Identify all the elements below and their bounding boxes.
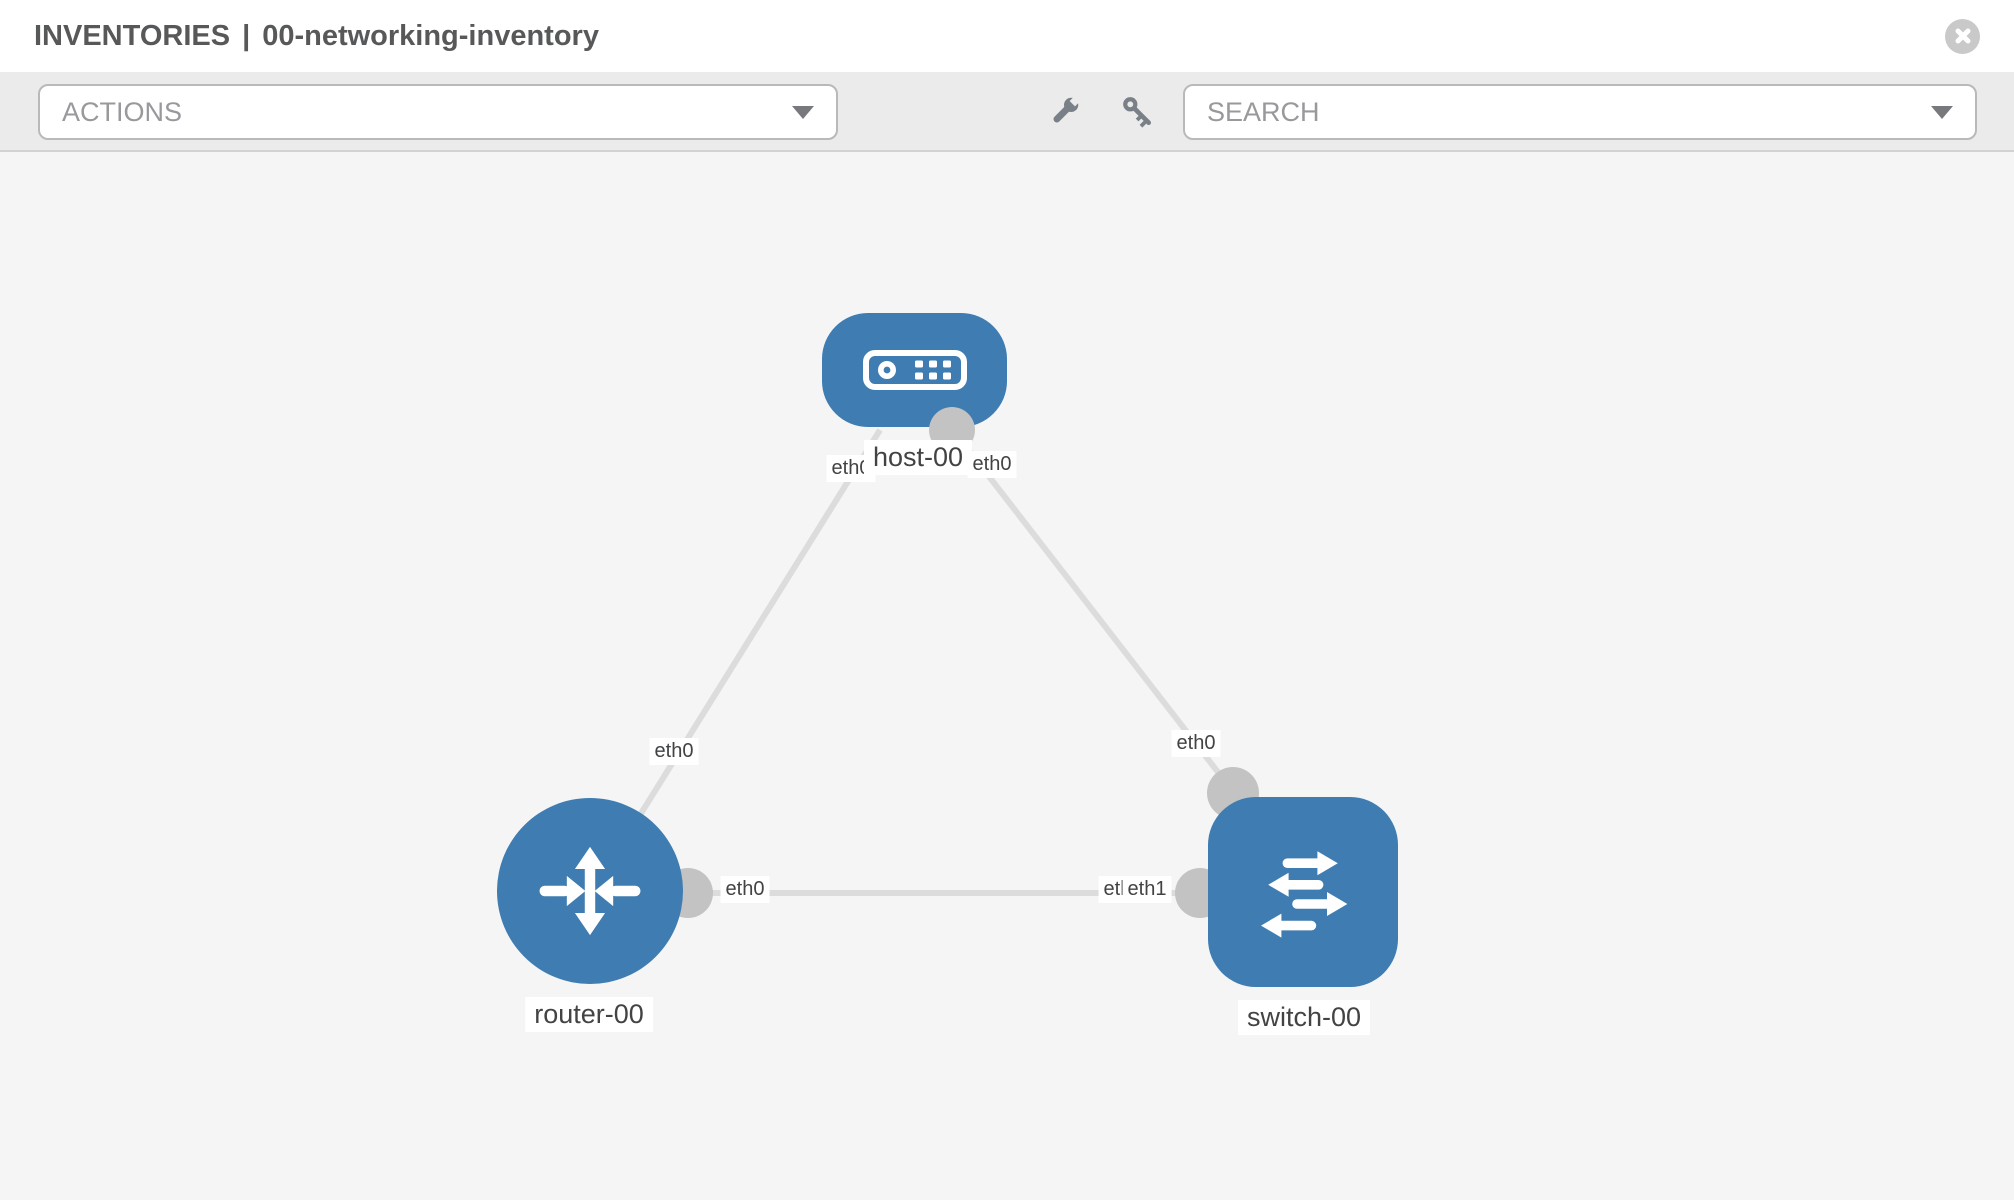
breadcrumb-separator: | xyxy=(242,19,251,52)
node-switch-00[interactable] xyxy=(1208,797,1398,987)
wrench-icon xyxy=(1053,94,1082,123)
header: INVENTORIES | 00-networking-inventory xyxy=(0,0,2014,72)
credentials-button[interactable] xyxy=(1116,90,1160,134)
key-icon xyxy=(1123,97,1152,128)
topology-canvas[interactable]: eth0 eth0 eth0 eth0 eth0 eth0 eth1 host-… xyxy=(0,152,2014,1200)
node-host-00[interactable] xyxy=(822,313,1007,427)
node-label-switch-00: switch-00 xyxy=(1237,1000,1371,1036)
router-icon xyxy=(539,846,641,936)
interface-label-router-top: eth0 xyxy=(649,738,699,765)
link-host-switch xyxy=(950,428,1258,822)
switch-icon xyxy=(1261,851,1348,938)
node-label-router-00: router-00 xyxy=(525,997,653,1033)
configure-button[interactable] xyxy=(1042,90,1086,134)
interface-label-switch-top: eth0 xyxy=(1171,730,1221,757)
actions-dropdown-label: ACTIONS xyxy=(62,96,183,127)
page-title: INVENTORIES | 00-networking-inventory xyxy=(34,20,599,53)
interface-label-host-right: eth0 xyxy=(967,451,1017,478)
topology-links-layer xyxy=(604,428,1259,918)
toolbar: ACTIONS xyxy=(0,72,2014,152)
actions-dropdown[interactable]: ACTIONS xyxy=(38,84,838,140)
interface-label-router-right: eth0 xyxy=(720,876,770,903)
chevron-down-icon xyxy=(792,105,814,119)
inventory-name: 00-networking-inventory xyxy=(262,19,599,52)
search-dropdown-label: SEARCH xyxy=(1207,96,1320,127)
node-label-host-00: host-00 xyxy=(863,440,973,476)
link-host-router xyxy=(604,428,883,870)
host-icon xyxy=(862,350,967,390)
chevron-down-icon xyxy=(1931,105,1953,119)
node-router-00[interactable] xyxy=(497,798,683,984)
breadcrumb-section: INVENTORIES xyxy=(34,19,231,52)
search-dropdown[interactable]: SEARCH xyxy=(1183,84,1977,140)
close-icon xyxy=(1955,28,1970,44)
close-button[interactable] xyxy=(1945,18,1980,54)
toolbar-tools xyxy=(1042,72,1160,152)
interface-label-switch-left: eth1 xyxy=(1122,876,1172,903)
